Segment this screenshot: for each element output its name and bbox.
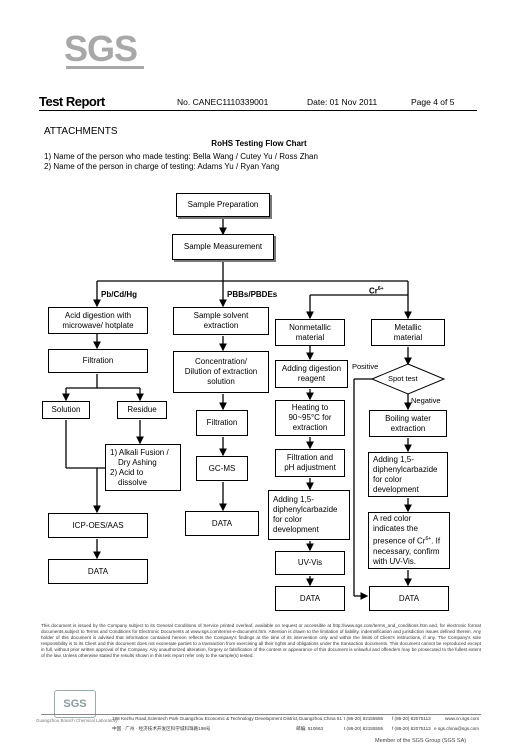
footer-rule [41,714,481,715]
seal-caption: Guangzhou Branch Chemical Laboratory [36,718,118,723]
fax-1: f (86-20) 82075113 [392,716,431,721]
attachments-heading: ATTACHMENTS [44,126,118,137]
page-number: Page 4 of 5 [411,97,455,107]
negative-label: Negative [411,396,441,405]
logo-underline [66,66,144,69]
uv-vis-box: UV-Vis [275,551,345,575]
telephone-1: t (86-20) 82155555 [344,716,384,721]
data-box-nonmetal: DATA [275,586,345,611]
sgs-group-member: Member of the SGS Group (SGS SA) [375,738,467,744]
fax-2: f (86-20) 82075113 [392,726,431,731]
postcode: 邮编: 510663 [296,726,324,731]
spot-test-diamond [370,363,446,395]
header-rule [39,110,477,111]
person-in-charge: 2) Name of the person in charge of testi… [44,162,280,171]
report-number: No. CANEC1110339001 [177,97,269,107]
residue-box: Residue [117,401,167,419]
branch-label-pbbs-pbdes: PBBs/PBDEs [227,290,278,299]
sample-measurement-box: Sample Measurement [172,234,274,260]
solution-box: Solution [42,401,90,419]
data-box-pbb: DATA [185,511,259,536]
address-chinese: 中国 · 广州 · 经济技术开发区科学城科珠路198号 [112,726,211,731]
report-date: Date: 01 Nov 2011 [307,97,378,107]
telephone-2: t (86-20) 82155555 [344,726,384,731]
sgs-logo: SGS [64,28,138,69]
branch-label-cr6: Cr6+ [369,286,384,296]
positive-label: Positive [352,362,379,371]
person-testing: 1) Name of the person who made testing: … [44,152,318,161]
data-box-metal: DATA [369,586,449,611]
laboratory-seal: SGS [54,690,96,718]
address-english: 198 Kezhu Road,Scientech Park Guangzhou … [112,716,342,721]
report-title: Test Report [39,94,105,109]
website-link[interactable]: www.cn.sgs.com [445,716,480,721]
data-box-pb: DATA [48,559,148,584]
email-link[interactable]: e sgs.china@sgs.com [434,726,480,731]
icp-oes-aas-box: ICP-OES/AAS [48,513,148,538]
filtration-box-pb: Filtration [48,349,148,373]
spot-test-label: Spot test [388,374,418,383]
branch-label-pb-cd-hg: Pb/Cd/Hg [101,290,137,299]
filtration-box-pbb: Filtration [196,410,248,436]
gc-ms-box: GC-MS [196,456,248,481]
footer-disclaimer: This document is issued by the Company s… [41,623,481,658]
flowchart-title: RoHS Testing Flow Chart [211,139,307,148]
sample-preparation-box: Sample Preparation [176,193,270,217]
